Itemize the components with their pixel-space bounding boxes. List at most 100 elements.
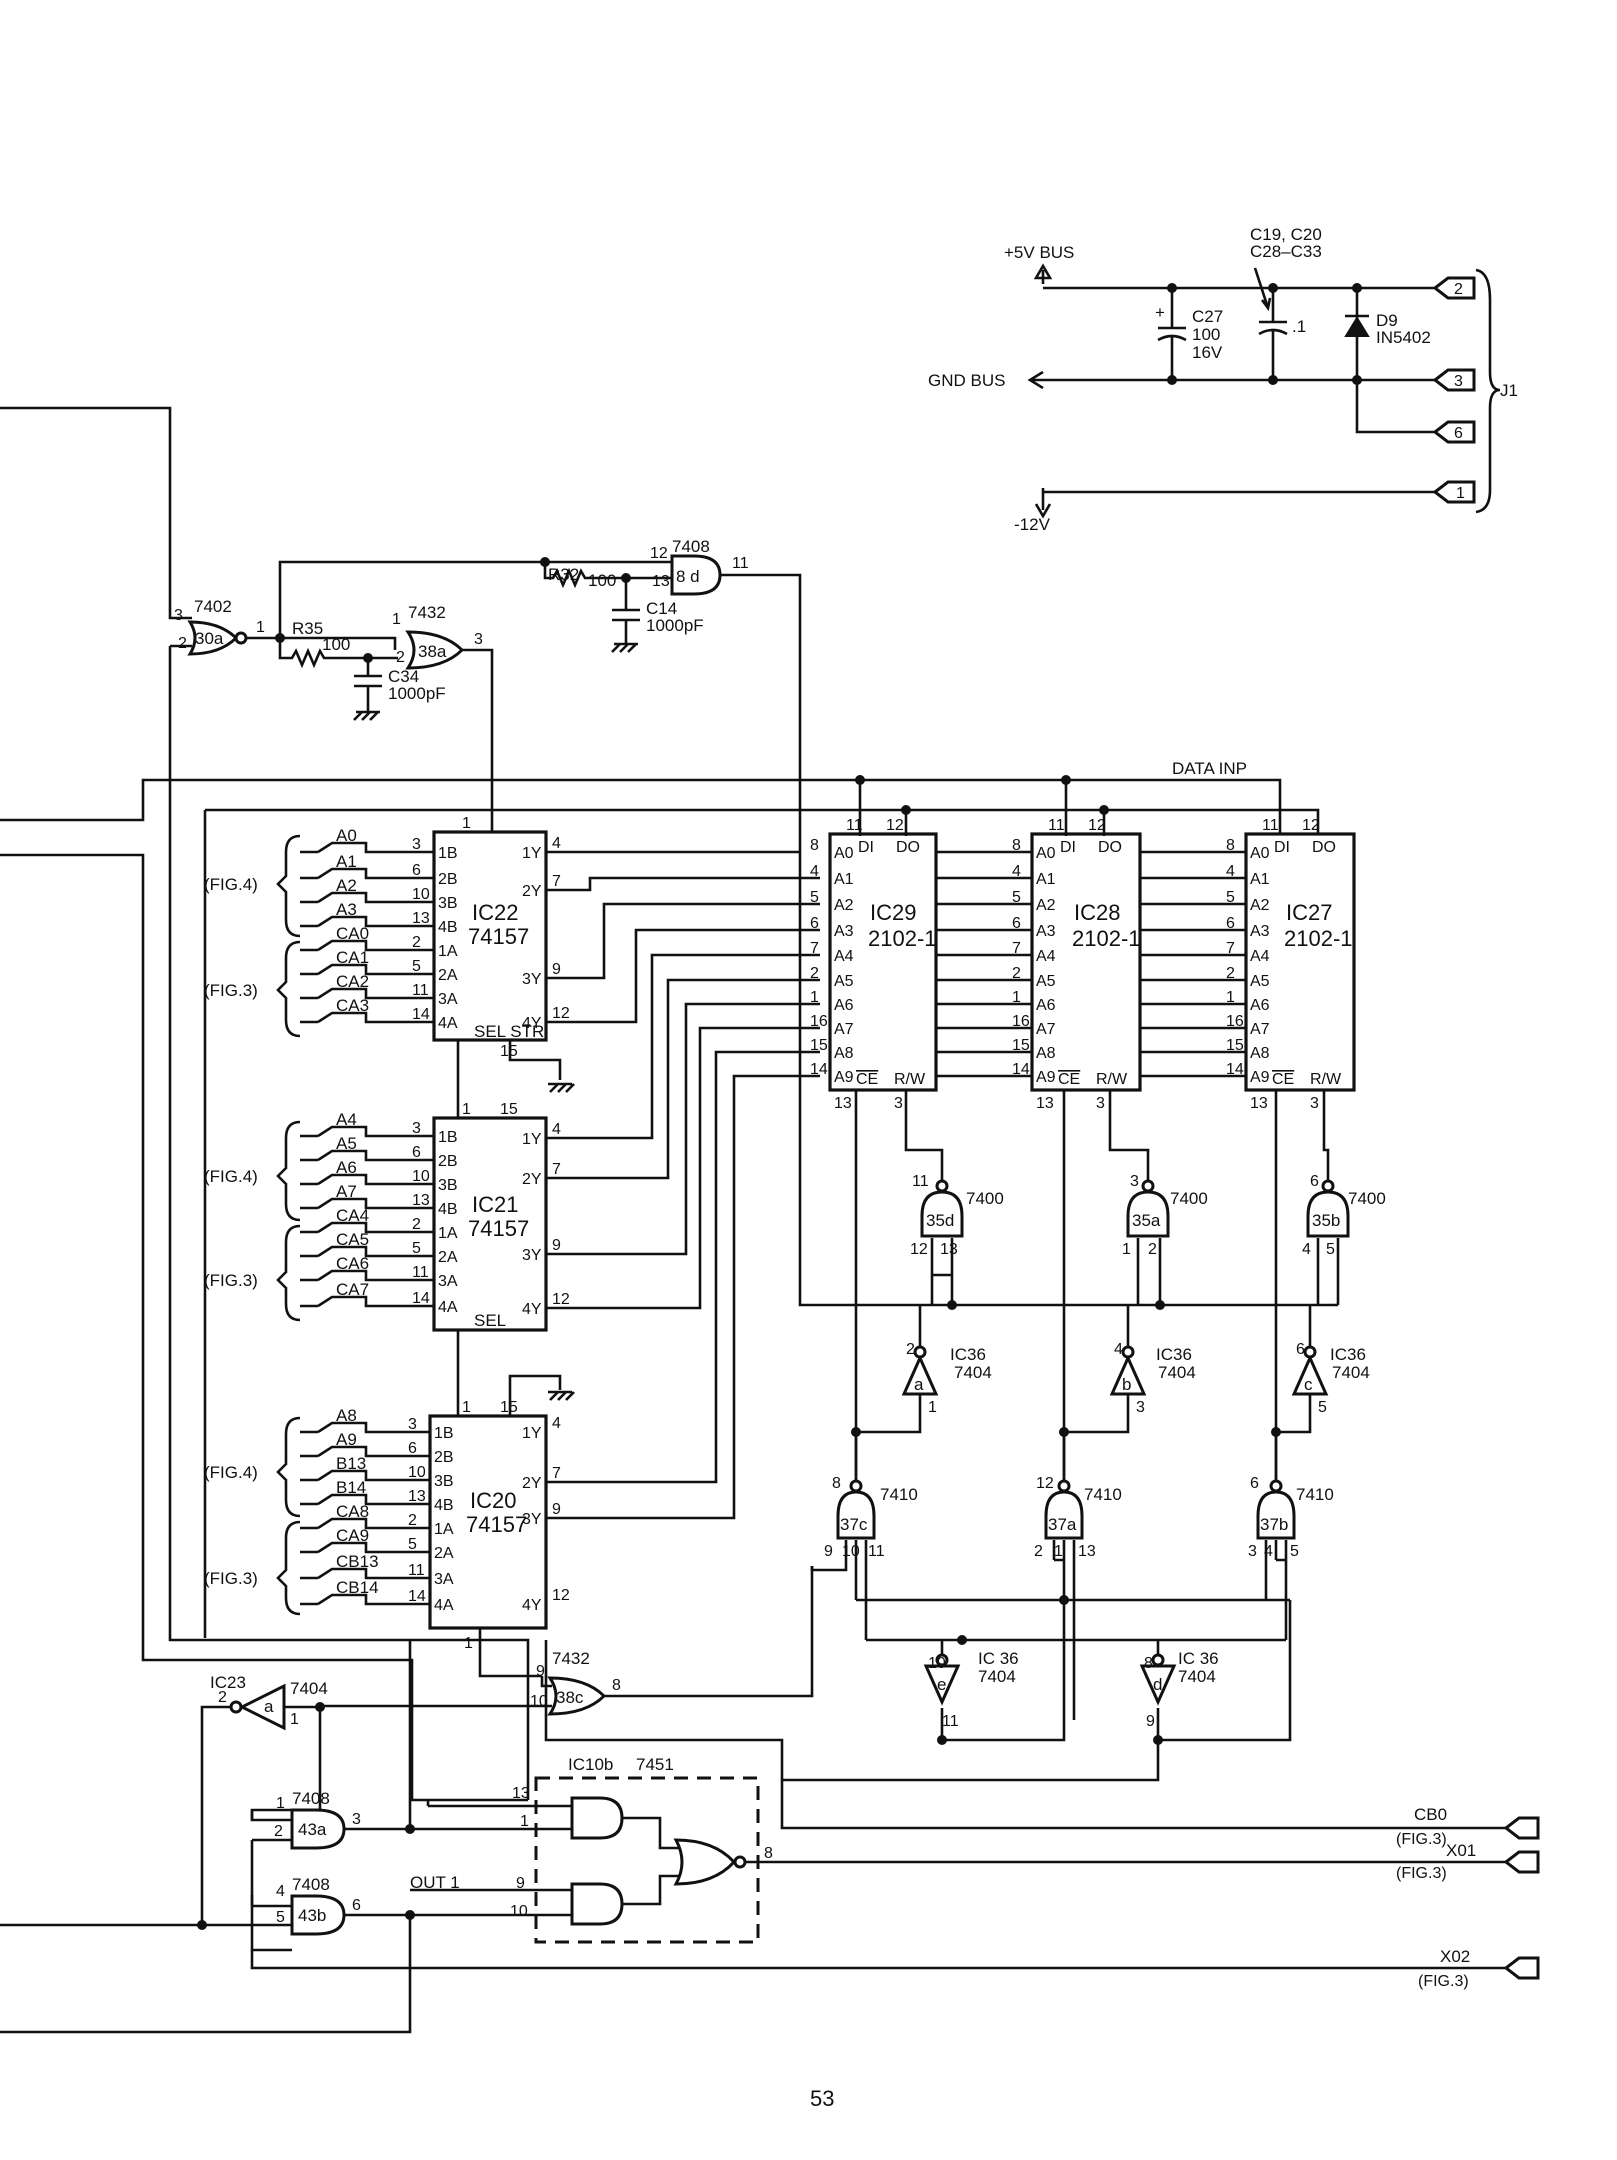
mux-output-label: 1Y [522,845,542,862]
ram-ic27: IC27 2102-1 [1244,832,1356,1092]
svg-text:2: 2 [178,635,187,652]
mux-pin-label: 1B [438,1129,458,1146]
ram-rw-label: R/W [1310,1071,1342,1088]
r32-value: 100 [588,571,616,590]
or-gate-38c: 38c 7432 9 10 8 [530,1649,621,1716]
svg-text:(FIG.3): (FIG.3) [1396,1831,1447,1848]
svg-text:7408: 7408 [292,1875,330,1894]
mux-pin-label: 3A [438,991,458,1008]
mux-pin-label: 1A [438,943,458,960]
mux-input-label: CA3 [336,996,369,1015]
svg-text:7410: 7410 [1084,1485,1122,1504]
ram-addr-pin: 6 [1012,915,1021,932]
cap-group-value: .1 [1292,317,1306,336]
svg-text:9: 9 [516,1875,525,1892]
ram-addr-label: A2 [1250,897,1270,914]
ram-addr-label: A0 [1250,845,1270,862]
mux-input-pin: 2 [412,934,421,951]
svg-text:8: 8 [1144,1655,1153,1672]
mux-input-label: A1 [336,852,357,871]
svg-text:2: 2 [1034,1543,1043,1560]
inverter-36c: c IC36 7404 6 5 [1291,1341,1370,1416]
ram-addr-pin: 6 [810,915,819,932]
ram-addr-label: A1 [834,871,854,888]
mux-output-pin: 7 [552,873,561,890]
svg-text:3: 3 [1248,1543,1257,1560]
svg-text:3: 3 [474,631,483,648]
ram-rw-pin: 3 [894,1095,903,1112]
inverter-36e: e IC 36 7404 10 11 [923,1649,1019,1730]
ram-addr-label: A4 [1036,948,1056,965]
mux-input-pin: 13 [412,1192,430,1209]
svg-text:7408: 7408 [672,537,710,556]
mux-section: IC22 74157 SEL STR IC21 74157 SEL IC20 7… [203,808,1320,1678]
svg-text:IC36: IC36 [950,1345,986,1364]
svg-text:10: 10 [530,1693,548,1710]
chip-select-logic: 35d 7400 11 12 13 35a 7400 3 1 2 35b 740… [544,1090,1386,1782]
svg-text:7451: 7451 [636,1755,674,1774]
svg-text:1: 1 [928,1399,937,1416]
and-gate-8d: 8 d 7408 12 13 11 [650,537,749,596]
ram-do-label: DO [896,839,920,856]
svg-text:2: 2 [1454,281,1463,298]
ram-do-pin: 12 [1088,817,1106,834]
svg-text:2: 2 [906,1341,915,1358]
ram-addr-label: A9 [1036,1069,1056,1086]
ram-addr-label: A9 [1250,1069,1270,1086]
svg-text:7402: 7402 [194,597,232,616]
ram-addr-label: A9 [834,1069,854,1086]
ram-addr-label: A3 [1036,923,1056,940]
figure-ref: (FIG.4) [204,1167,258,1186]
ram-section: IC29 2102-1 IC28 2102-1 IC27 2102-1 A08A… [810,775,1356,1112]
ram-addr-pin: 7 [1012,940,1021,957]
mux-input-pin: 14 [412,1006,430,1023]
inverter-36d: d IC 36 7404 8 9 [1139,1649,1219,1730]
ic10b-and-or-invert: IC10b 7451 13 1 9 10 8 [510,1755,773,1944]
mux-output-label: 2Y [522,883,542,900]
svg-text:IC29: IC29 [870,900,916,925]
mux-output-label: 2Y [522,1171,542,1188]
ram-addr-label: A8 [834,1045,854,1062]
svg-text:4: 4 [1264,1543,1273,1560]
svg-text:IC 36: IC 36 [978,1649,1019,1668]
svg-text:IC36: IC36 [1156,1345,1192,1364]
mux-input-label: B14 [336,1478,366,1497]
ram-addr-label: A4 [1250,948,1270,965]
ram-rw-label: R/W [1096,1071,1128,1088]
mux-output-pin: 9 [552,1501,561,1518]
svg-text:b: b [1122,1375,1131,1394]
and-gate-43b: 43b 7408 4 5 6 [276,1875,361,1936]
mux-pin-label: 1A [434,1521,454,1538]
svg-text:4: 4 [276,1883,285,1900]
mux-input-label: CA9 [336,1526,369,1545]
c14-label: C14 [646,599,677,618]
nand-gate-37a: 37a 7410 12 2 1 13 [1034,1475,1122,1560]
mux-pin-label: 1B [434,1425,454,1442]
mux-input-label: CA7 [336,1280,369,1299]
svg-text:a: a [264,1697,274,1716]
c34-label: C34 [388,667,419,686]
svg-text:7404: 7404 [290,1679,328,1698]
mux-input-pin: 6 [412,862,421,879]
mux-pin-label: 2B [434,1449,454,1466]
mux-output-pin: 4 [552,1415,561,1432]
figure-ref: (FIG.3) [204,1271,258,1290]
mux-input-label: A3 [336,900,357,919]
mux-output-label: 3Y [522,1247,542,1264]
svg-text:IC21: IC21 [472,1192,518,1217]
ram-addr-pin: 7 [810,940,819,957]
ram-addr-pin: 8 [1012,837,1021,854]
control-section: 30a 7402 3 2 1 R32 100 C14 1000pF 8 d 74… [0,406,1335,1802]
mux-pin-label: 3B [438,1177,458,1194]
ram-addr-pin: 5 [810,889,819,906]
ram-rw-label: R/W [894,1071,926,1088]
mux-output-pin: 4 [552,835,561,852]
mux-input-pin: 3 [408,1416,417,1433]
svg-text:6: 6 [1296,1341,1305,1358]
svg-text:43a: 43a [298,1820,327,1839]
svg-text:37b: 37b [1260,1515,1288,1534]
ram-addr-pin: 2 [1226,965,1235,982]
svg-text:9: 9 [1146,1713,1155,1730]
